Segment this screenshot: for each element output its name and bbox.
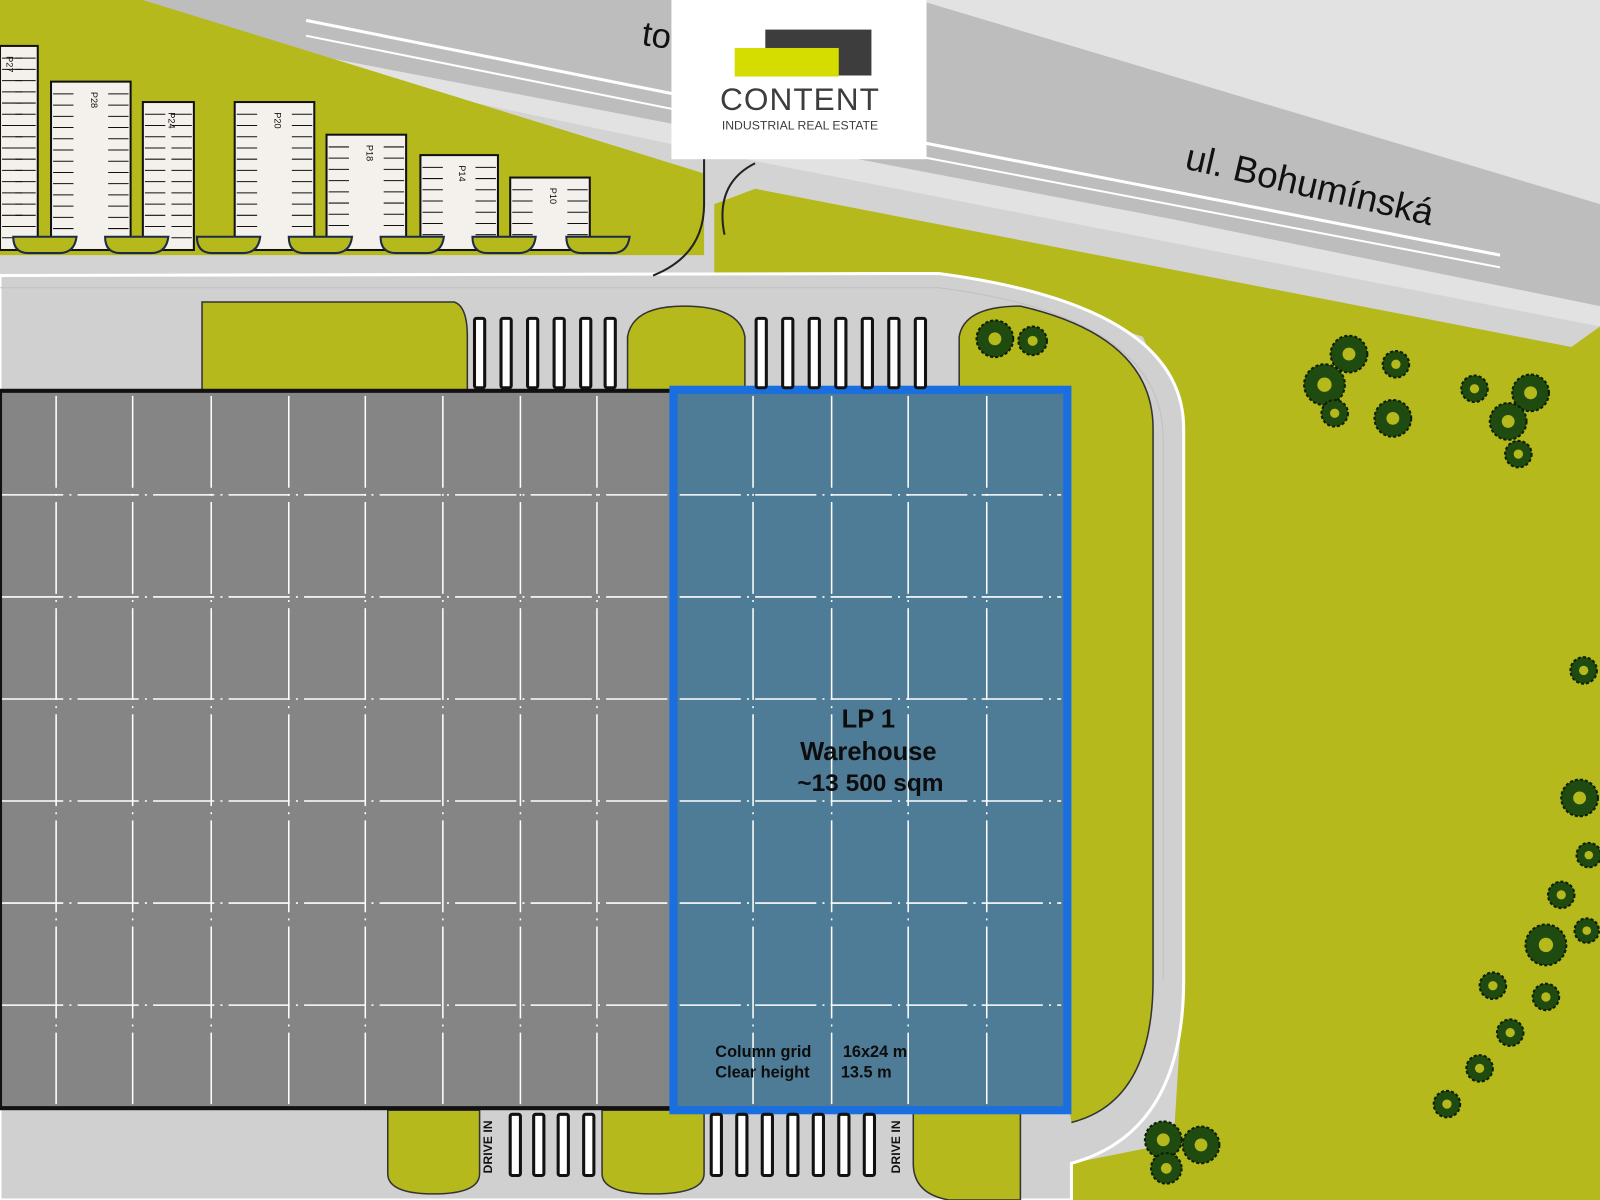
tree-center (1391, 359, 1401, 369)
tree-center (1501, 415, 1515, 428)
spec-label-column-grid: Column grid (715, 1043, 811, 1061)
tree-center (988, 332, 1002, 346)
logo-accent-block (734, 47, 839, 77)
company-logo: CONTENT INDUSTRIAL REAL ESTATE (671, 0, 927, 160)
road-label-to: to (640, 15, 674, 57)
unit-type: Warehouse (800, 738, 937, 766)
loading-dock (499, 316, 513, 390)
spec-label-clear-height: Clear height (715, 1064, 810, 1082)
tree-center (1474, 1063, 1485, 1074)
parking-lot-label: P24 (166, 112, 176, 128)
grass-east (714, 188, 1600, 1200)
loading-dock (603, 316, 617, 390)
parking-lot (233, 101, 316, 252)
logo-tagline: INDUSTRIAL REAL ESTATE (722, 119, 878, 133)
planter (287, 235, 354, 255)
loading-dock (811, 1112, 825, 1178)
grass-island (601, 1109, 705, 1195)
loading-dock (526, 316, 540, 390)
planter (379, 235, 446, 255)
loading-dock (508, 1112, 522, 1178)
tree-center (1194, 1138, 1208, 1152)
unit-lp1-highlight[interactable] (669, 385, 1072, 1115)
building-column-grid (2, 395, 670, 1105)
tree-center (1538, 937, 1554, 953)
tree-center (1556, 890, 1566, 900)
trees (975, 319, 1600, 1185)
logo-brand: CONTENT (720, 81, 880, 117)
tree-center (1513, 449, 1524, 459)
loading-dock (582, 1112, 596, 1178)
tree-center (1160, 1163, 1172, 1174)
loading-dock (760, 1112, 774, 1178)
grass-island (201, 301, 469, 392)
loading-dock (532, 1112, 546, 1178)
loading-dock (913, 316, 928, 390)
drive-in-label: DRIVE IN (481, 1120, 495, 1173)
parking-lot (49, 80, 132, 252)
tree-center (1317, 377, 1332, 392)
loading-dock (837, 1112, 851, 1178)
tree-center (1156, 1133, 1170, 1147)
unit-name: LP 1 (842, 706, 895, 734)
spec-value-clear-height: 13.5 m (841, 1064, 892, 1082)
loading-dock (735, 1112, 749, 1178)
tree-center (1386, 411, 1400, 425)
tree-center (1505, 1028, 1515, 1038)
planter (471, 235, 537, 255)
loading-dock (860, 316, 874, 390)
parking-lot-label: P20 (272, 112, 282, 128)
loading-dock (556, 1112, 570, 1178)
drive-in-label: DRIVE IN (889, 1120, 903, 1173)
parking-lot-label: P27 (5, 56, 15, 72)
loading-dock (472, 316, 487, 390)
loading-dock (709, 1112, 723, 1178)
parking-lot-label: P10 (548, 188, 558, 204)
tree-center (1469, 384, 1480, 394)
tree-center (1584, 850, 1594, 860)
tree-center (1342, 347, 1356, 361)
warehouse-building (0, 388, 676, 1111)
tree-center (1579, 665, 1589, 676)
planter (565, 235, 631, 255)
tree-center (1541, 992, 1551, 1002)
planter (12, 235, 78, 255)
loading-dock (781, 316, 795, 390)
parking-lot-label: P18 (364, 145, 374, 161)
roundabout-road (652, 153, 756, 277)
tree-center (1524, 386, 1538, 400)
loading-dock (552, 316, 566, 390)
tree-center (1027, 335, 1038, 346)
loading-dock (887, 316, 901, 390)
parking-lot-label: P14 (457, 165, 467, 181)
loading-dock (754, 316, 768, 390)
parking-lot (141, 101, 195, 252)
loading-dock (579, 316, 593, 390)
unit-column-grid (679, 395, 1062, 1105)
tree-center (1573, 791, 1587, 805)
loading-dock (786, 1112, 800, 1178)
planter (195, 235, 262, 255)
tree-center (1330, 408, 1340, 418)
tree-center (1442, 1099, 1452, 1109)
loading-dock (807, 316, 821, 390)
planter (104, 235, 170, 255)
loading-dock (834, 316, 848, 390)
loading-dock (862, 1112, 877, 1178)
spec-value-column-grid: 16x24 m (843, 1043, 907, 1061)
tree-center (1488, 981, 1498, 991)
parking-lot-label: P28 (89, 92, 99, 108)
tree-center (1582, 926, 1592, 935)
grass-island (912, 1109, 1022, 1200)
unit-area: ~13 500 sqm (797, 770, 943, 797)
loading-docks (472, 316, 928, 1178)
grass-island (626, 305, 746, 392)
grass-island (386, 1109, 481, 1195)
